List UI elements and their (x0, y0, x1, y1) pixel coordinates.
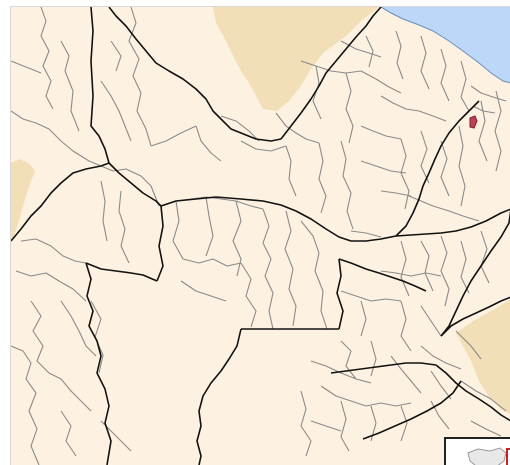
inset-land (467, 447, 507, 465)
ocean (381, 7, 510, 83)
neighbor-region-west (11, 159, 35, 241)
inset-canvas (446, 439, 510, 465)
overview-inset-map (444, 437, 510, 465)
neighbor-region-southeast (456, 299, 510, 415)
map-frame (10, 6, 510, 465)
coastline (380, 7, 510, 84)
neighbor-region-north (213, 7, 379, 111)
highlighted-municipality (469, 115, 478, 129)
state-boundaries (11, 7, 510, 465)
inset-location-marker (506, 448, 510, 465)
map-canvas (11, 7, 510, 465)
municipal-boundaries (11, 7, 507, 465)
